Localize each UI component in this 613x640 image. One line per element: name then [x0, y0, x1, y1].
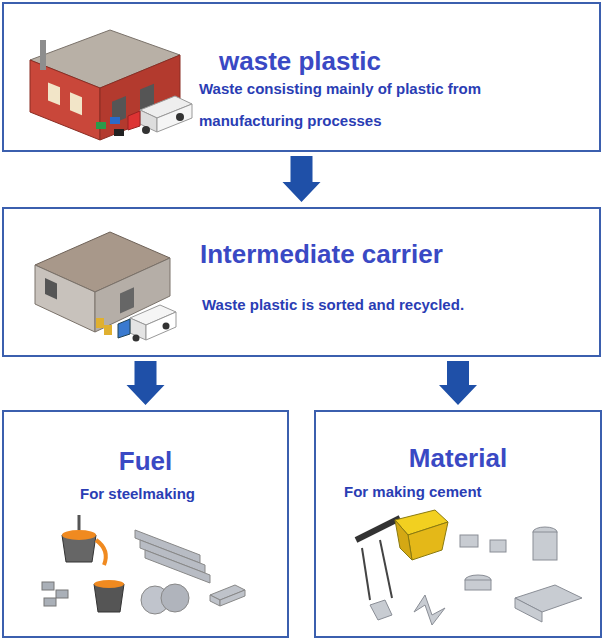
box-description: Waste consisting mainly of plastic from … [199, 73, 584, 137]
flow-arrow [127, 361, 165, 405]
box-description: For making cement [344, 476, 594, 508]
process-box: FuelFor steelmaking [2, 410, 289, 638]
flow-arrow [283, 156, 321, 202]
box-heading: Fuel [4, 446, 287, 476]
box-heading: waste plastic [219, 46, 589, 76]
box-heading: Intermediate carrier [200, 239, 590, 269]
process-box: waste plasticWaste consisting mainly of … [2, 2, 601, 152]
factory-illustration [30, 30, 192, 140]
box-description: Waste plastic is sorted and recycled. [202, 289, 592, 321]
steelmaking-illustration [42, 515, 245, 614]
warehouse-illustration [35, 232, 176, 342]
process-box: MaterialFor making cement [314, 410, 602, 638]
box-description: For steelmaking [80, 478, 280, 510]
box-heading: Material [316, 443, 600, 473]
flow-arrow [439, 361, 477, 405]
cement-illustration [356, 510, 582, 625]
process-box: Intermediate carrierWaste plastic is sor… [2, 207, 601, 357]
